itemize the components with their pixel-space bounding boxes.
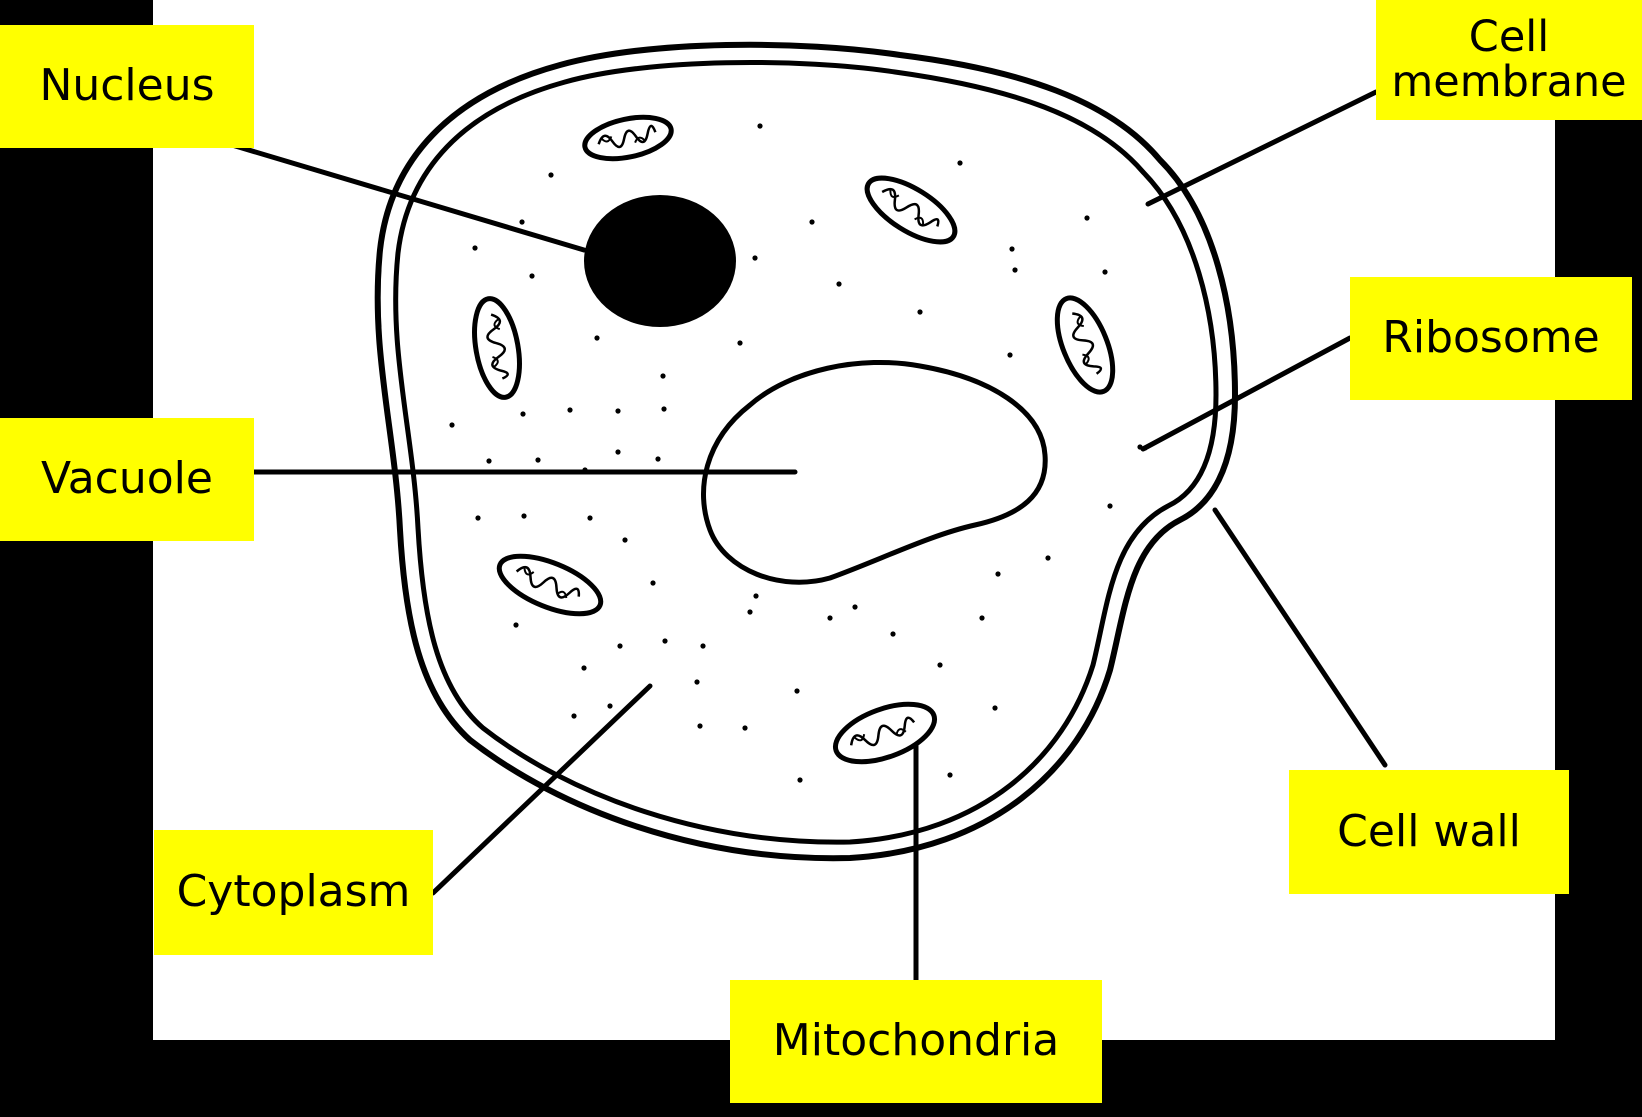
cytoplasm-leader-line bbox=[430, 683, 653, 896]
ribosome-dot bbox=[1084, 215, 1090, 221]
ribosome-dot bbox=[655, 456, 661, 462]
ribosome-dot bbox=[947, 772, 953, 778]
ribosome-dot bbox=[917, 309, 923, 315]
ribosome-dot bbox=[742, 725, 748, 731]
cell-wall-label: Cell wall bbox=[1289, 770, 1569, 894]
ribosome-dot bbox=[615, 408, 621, 414]
ribosome-dot bbox=[1007, 352, 1013, 358]
ribosome-dot bbox=[1009, 246, 1015, 252]
ribosome-dot bbox=[697, 723, 703, 729]
mitochondria-label: Mitochondria bbox=[730, 980, 1102, 1103]
ribosome-dot bbox=[753, 593, 759, 599]
ribosome-dot bbox=[694, 679, 700, 685]
ribosome-dot bbox=[449, 422, 455, 428]
ribosome-dot bbox=[548, 172, 554, 178]
ribosome-dot bbox=[617, 643, 623, 649]
ribosome-dot bbox=[607, 703, 613, 709]
ribosome-dot bbox=[797, 777, 803, 783]
ribosome-dot bbox=[1107, 503, 1113, 509]
ribosome-dot bbox=[747, 609, 753, 615]
ribosome-dot bbox=[521, 513, 527, 519]
cell-membrane-leader-line bbox=[1145, 89, 1379, 207]
ribosome-dot bbox=[594, 335, 600, 341]
ribosome-dot bbox=[737, 340, 743, 346]
ribosome-dot bbox=[571, 713, 577, 719]
ribosome-dot bbox=[757, 123, 763, 129]
ribosome-dot bbox=[475, 515, 481, 521]
ribosome-dot bbox=[529, 273, 535, 279]
ribosome-dot bbox=[661, 406, 667, 412]
ribosome-dot bbox=[752, 255, 758, 261]
ribosome-dot bbox=[535, 457, 541, 463]
nucleus-leader-line bbox=[229, 142, 587, 253]
cell-wall-outline bbox=[374, 41, 1239, 862]
ribosome-dot bbox=[1045, 555, 1051, 561]
ribosome-dot bbox=[472, 245, 478, 251]
ribosome-dot bbox=[700, 643, 706, 649]
ribosome-dot bbox=[513, 622, 519, 628]
leader-lines bbox=[229, 89, 1388, 983]
mitochondrion bbox=[582, 114, 674, 162]
vacuole-label: Vacuole bbox=[0, 418, 254, 541]
ribosome-dot bbox=[1102, 269, 1108, 275]
ribosome-dot bbox=[660, 373, 666, 379]
ribosome-dot bbox=[995, 571, 1001, 577]
nucleus-shape bbox=[584, 195, 736, 327]
cell-membrane-label: Cell membrane bbox=[1376, 0, 1642, 120]
cytoplasm-label: Cytoplasm bbox=[154, 830, 433, 955]
ribosome-dot bbox=[1012, 267, 1018, 273]
ribosome-label: Ribosome bbox=[1350, 277, 1632, 400]
ribosome-dot bbox=[581, 665, 587, 671]
ribosome-dot bbox=[836, 281, 842, 287]
ribosome-dot bbox=[519, 219, 525, 225]
ribosome-dot bbox=[937, 662, 943, 668]
ribosome-leader-line bbox=[1140, 335, 1353, 452]
cell-membrane-outline bbox=[393, 60, 1219, 845]
ribosome-dot bbox=[809, 219, 815, 225]
ribosome-dot bbox=[567, 407, 573, 413]
ribosome-dot bbox=[650, 580, 656, 586]
ribosome-dot bbox=[662, 638, 668, 644]
mitochondrion bbox=[496, 553, 604, 617]
ribosome-dot bbox=[587, 515, 593, 521]
ribosome-dot bbox=[852, 604, 858, 610]
ribosome-dot bbox=[615, 449, 621, 455]
ribosome-dot bbox=[979, 615, 985, 621]
vacuole-shape bbox=[701, 359, 1048, 585]
ribosome-dot bbox=[827, 615, 833, 621]
ribosome-dot bbox=[794, 688, 800, 694]
mitochondrion bbox=[864, 175, 958, 245]
ribosome-dot bbox=[890, 631, 896, 637]
cell-wall-leader-line bbox=[1212, 507, 1388, 768]
ribosome-dot bbox=[622, 537, 628, 543]
ribosome-dot bbox=[992, 705, 998, 711]
mitochondrion bbox=[472, 296, 522, 400]
mitochondrion bbox=[1054, 295, 1116, 395]
mitochondrion bbox=[832, 701, 938, 765]
ribosome-dot bbox=[486, 458, 492, 464]
ribosome-dot bbox=[957, 160, 963, 166]
ribosome-dot bbox=[520, 411, 526, 417]
nucleus-label: Nucleus bbox=[0, 25, 254, 148]
